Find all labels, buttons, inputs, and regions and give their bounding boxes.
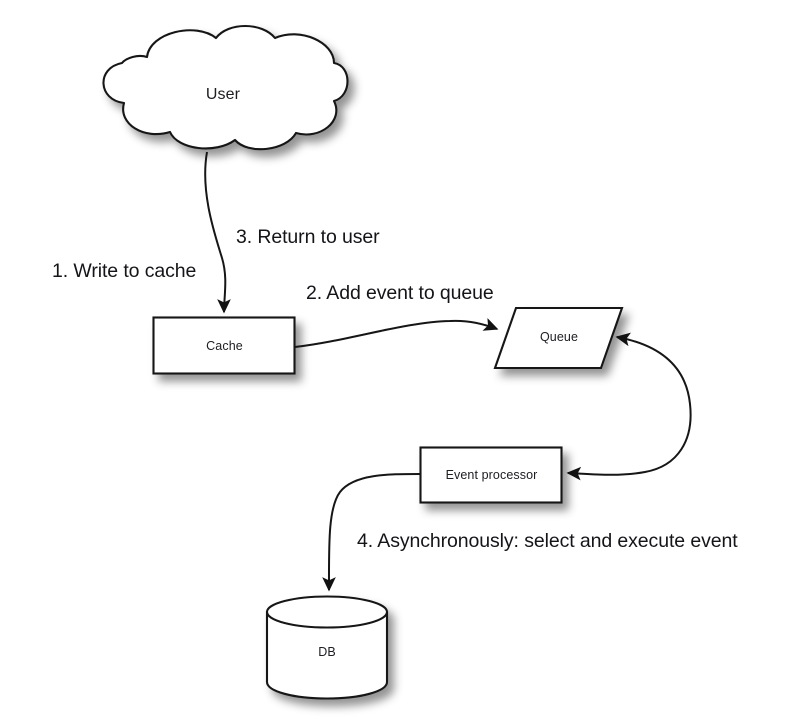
edge-user-to-cache-path [204, 151, 231, 314]
edge-processor-to-db-path [322, 473, 421, 592]
node-cache[interactable] [152, 316, 296, 375]
edge-processor-queue-loop-path [566, 332, 692, 481]
node-db-label: DB [318, 645, 336, 659]
cloud-shape [102, 25, 349, 151]
edge-cache-to-queue[interactable] [294, 317, 499, 348]
node-cache-label: Cache [206, 339, 243, 353]
annotation-step-4: 4. Asynchronously: select and execute ev… [357, 530, 738, 552]
node-db[interactable] [265, 595, 389, 700]
node-queue-label: Queue [539, 330, 579, 344]
node-event-processor-label: Event processor [445, 468, 538, 482]
db-cylinder-body [265, 610, 389, 700]
edge-cache-to-queue-path [294, 317, 499, 348]
node-user-label: User [205, 86, 241, 103]
annotation-step-3: 3. Return to user [236, 226, 380, 248]
edge-processor-to-db[interactable] [322, 473, 421, 592]
annotation-step-1: 1. Write to cache [52, 260, 197, 282]
annotation-step-2: 2. Add event to queue [306, 282, 494, 304]
db-cylinder-top [265, 595, 389, 629]
edge-user-to-cache[interactable] [204, 151, 231, 314]
edge-processor-queue-loop[interactable] [566, 332, 692, 481]
event-processor-box-shape [419, 446, 563, 504]
node-event-processor[interactable] [419, 446, 563, 504]
node-user[interactable] [102, 25, 349, 151]
cache-box-shape [152, 316, 296, 375]
